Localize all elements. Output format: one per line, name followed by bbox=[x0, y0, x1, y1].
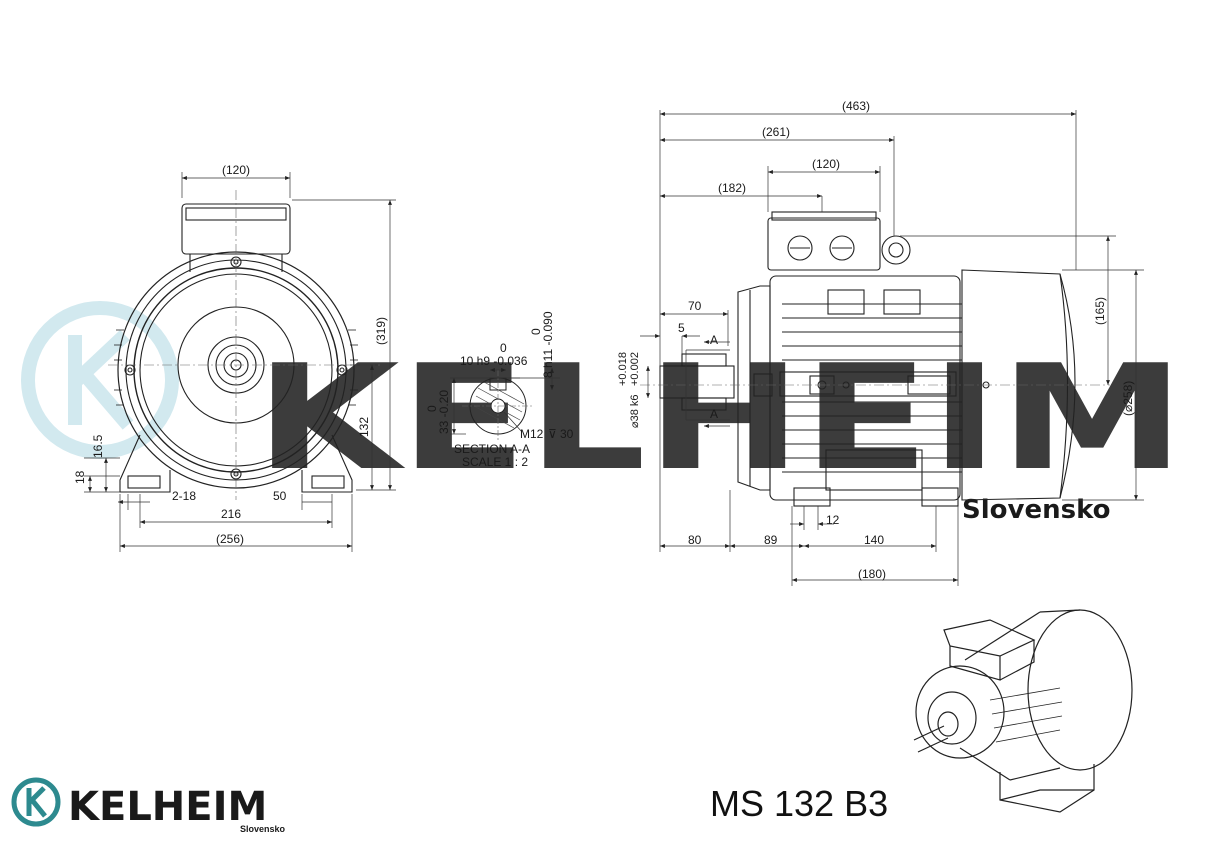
section-title: SECTION A-A bbox=[454, 442, 530, 456]
dim-side-182: (182) bbox=[718, 181, 746, 195]
key-width-label: 10 h9 -0.036 bbox=[460, 354, 528, 368]
brand-subtitle: Slovensko bbox=[240, 824, 286, 834]
thread-label: M12 bbox=[520, 427, 544, 441]
dim-side-12: 12 bbox=[826, 513, 840, 527]
dim-side-140: 140 bbox=[864, 533, 884, 547]
key-depth-upper: 0 bbox=[529, 328, 543, 335]
dim-side-261: (261) bbox=[762, 125, 790, 139]
section-scale: SCALE 1 : 2 bbox=[462, 455, 528, 469]
key-tol-upper: 0 bbox=[500, 341, 507, 355]
dim-front-height-319: (319) bbox=[374, 317, 388, 345]
front-view-dimensions: (120) (319) 132 16.5 18 2-18 50 216 (256… bbox=[73, 163, 388, 546]
dim-front-50: 50 bbox=[273, 489, 287, 503]
dim-side-70: 70 bbox=[688, 299, 702, 313]
dim-front-width-216: 216 bbox=[221, 507, 241, 521]
dim-front-2-18: 2-18 bbox=[172, 489, 196, 503]
dim-side-180: (180) bbox=[858, 567, 886, 581]
brand-logo-icon bbox=[11, 777, 61, 827]
section-marker-bottom: A bbox=[710, 407, 718, 421]
dim-side-165: (165) bbox=[1093, 297, 1107, 325]
watermark: KELHEIM Slovensko bbox=[21, 301, 1185, 525]
section-a-a-view bbox=[450, 368, 560, 442]
section-marker-top: A bbox=[710, 333, 718, 347]
thread-depth: 30 bbox=[560, 427, 574, 441]
shaft-tol-lower: +0.002 bbox=[629, 352, 641, 386]
dim-side-5: 5 bbox=[678, 321, 685, 335]
dim-front-16-5: 16.5 bbox=[91, 434, 105, 458]
side-view bbox=[640, 110, 1144, 586]
dim-front-18: 18 bbox=[73, 470, 87, 484]
dim-front-width-256: (256) bbox=[216, 532, 244, 546]
dim-side-89: 89 bbox=[764, 533, 778, 547]
section-a-a-labels: 0 10 h9 -0.036 0 8 h11 -0.090 0 33 -0.20… bbox=[425, 311, 574, 469]
dim-front-height-132: 132 bbox=[357, 417, 371, 437]
side-view-dimensions: (463) (261) (120) (182) 70 5 +0.018 +0.0… bbox=[617, 99, 1135, 581]
front-view bbox=[84, 172, 396, 552]
model-label: MS 132 B3 bbox=[710, 783, 888, 824]
dim-front-width-120: (120) bbox=[222, 163, 250, 177]
key-depth-label: 8 h11 -0.090 bbox=[541, 311, 555, 378]
brand-name: KELHEIM bbox=[68, 784, 267, 830]
dim-side-463: (463) bbox=[842, 99, 870, 113]
dim-side-80: 80 bbox=[688, 533, 702, 547]
shaft-tol-upper: +0.018 bbox=[617, 352, 629, 386]
shaft-height-upper: 0 bbox=[425, 405, 439, 412]
thread-depth-icon: ⊽ bbox=[548, 427, 557, 441]
shaft-height-label: 33 -0.20 bbox=[437, 390, 451, 434]
motor-isometric-icon bbox=[913, 609, 1133, 813]
watermark-logo-icon bbox=[21, 301, 179, 459]
dim-side-120: (120) bbox=[812, 157, 840, 171]
shaft-diameter-label: ⌀38 k6 bbox=[629, 394, 641, 428]
watermark-text: KELHEIM bbox=[255, 334, 1185, 503]
dim-side-258: (⌀258) bbox=[1121, 381, 1135, 416]
brand-logo: KELHEIM Slovensko bbox=[11, 777, 286, 834]
